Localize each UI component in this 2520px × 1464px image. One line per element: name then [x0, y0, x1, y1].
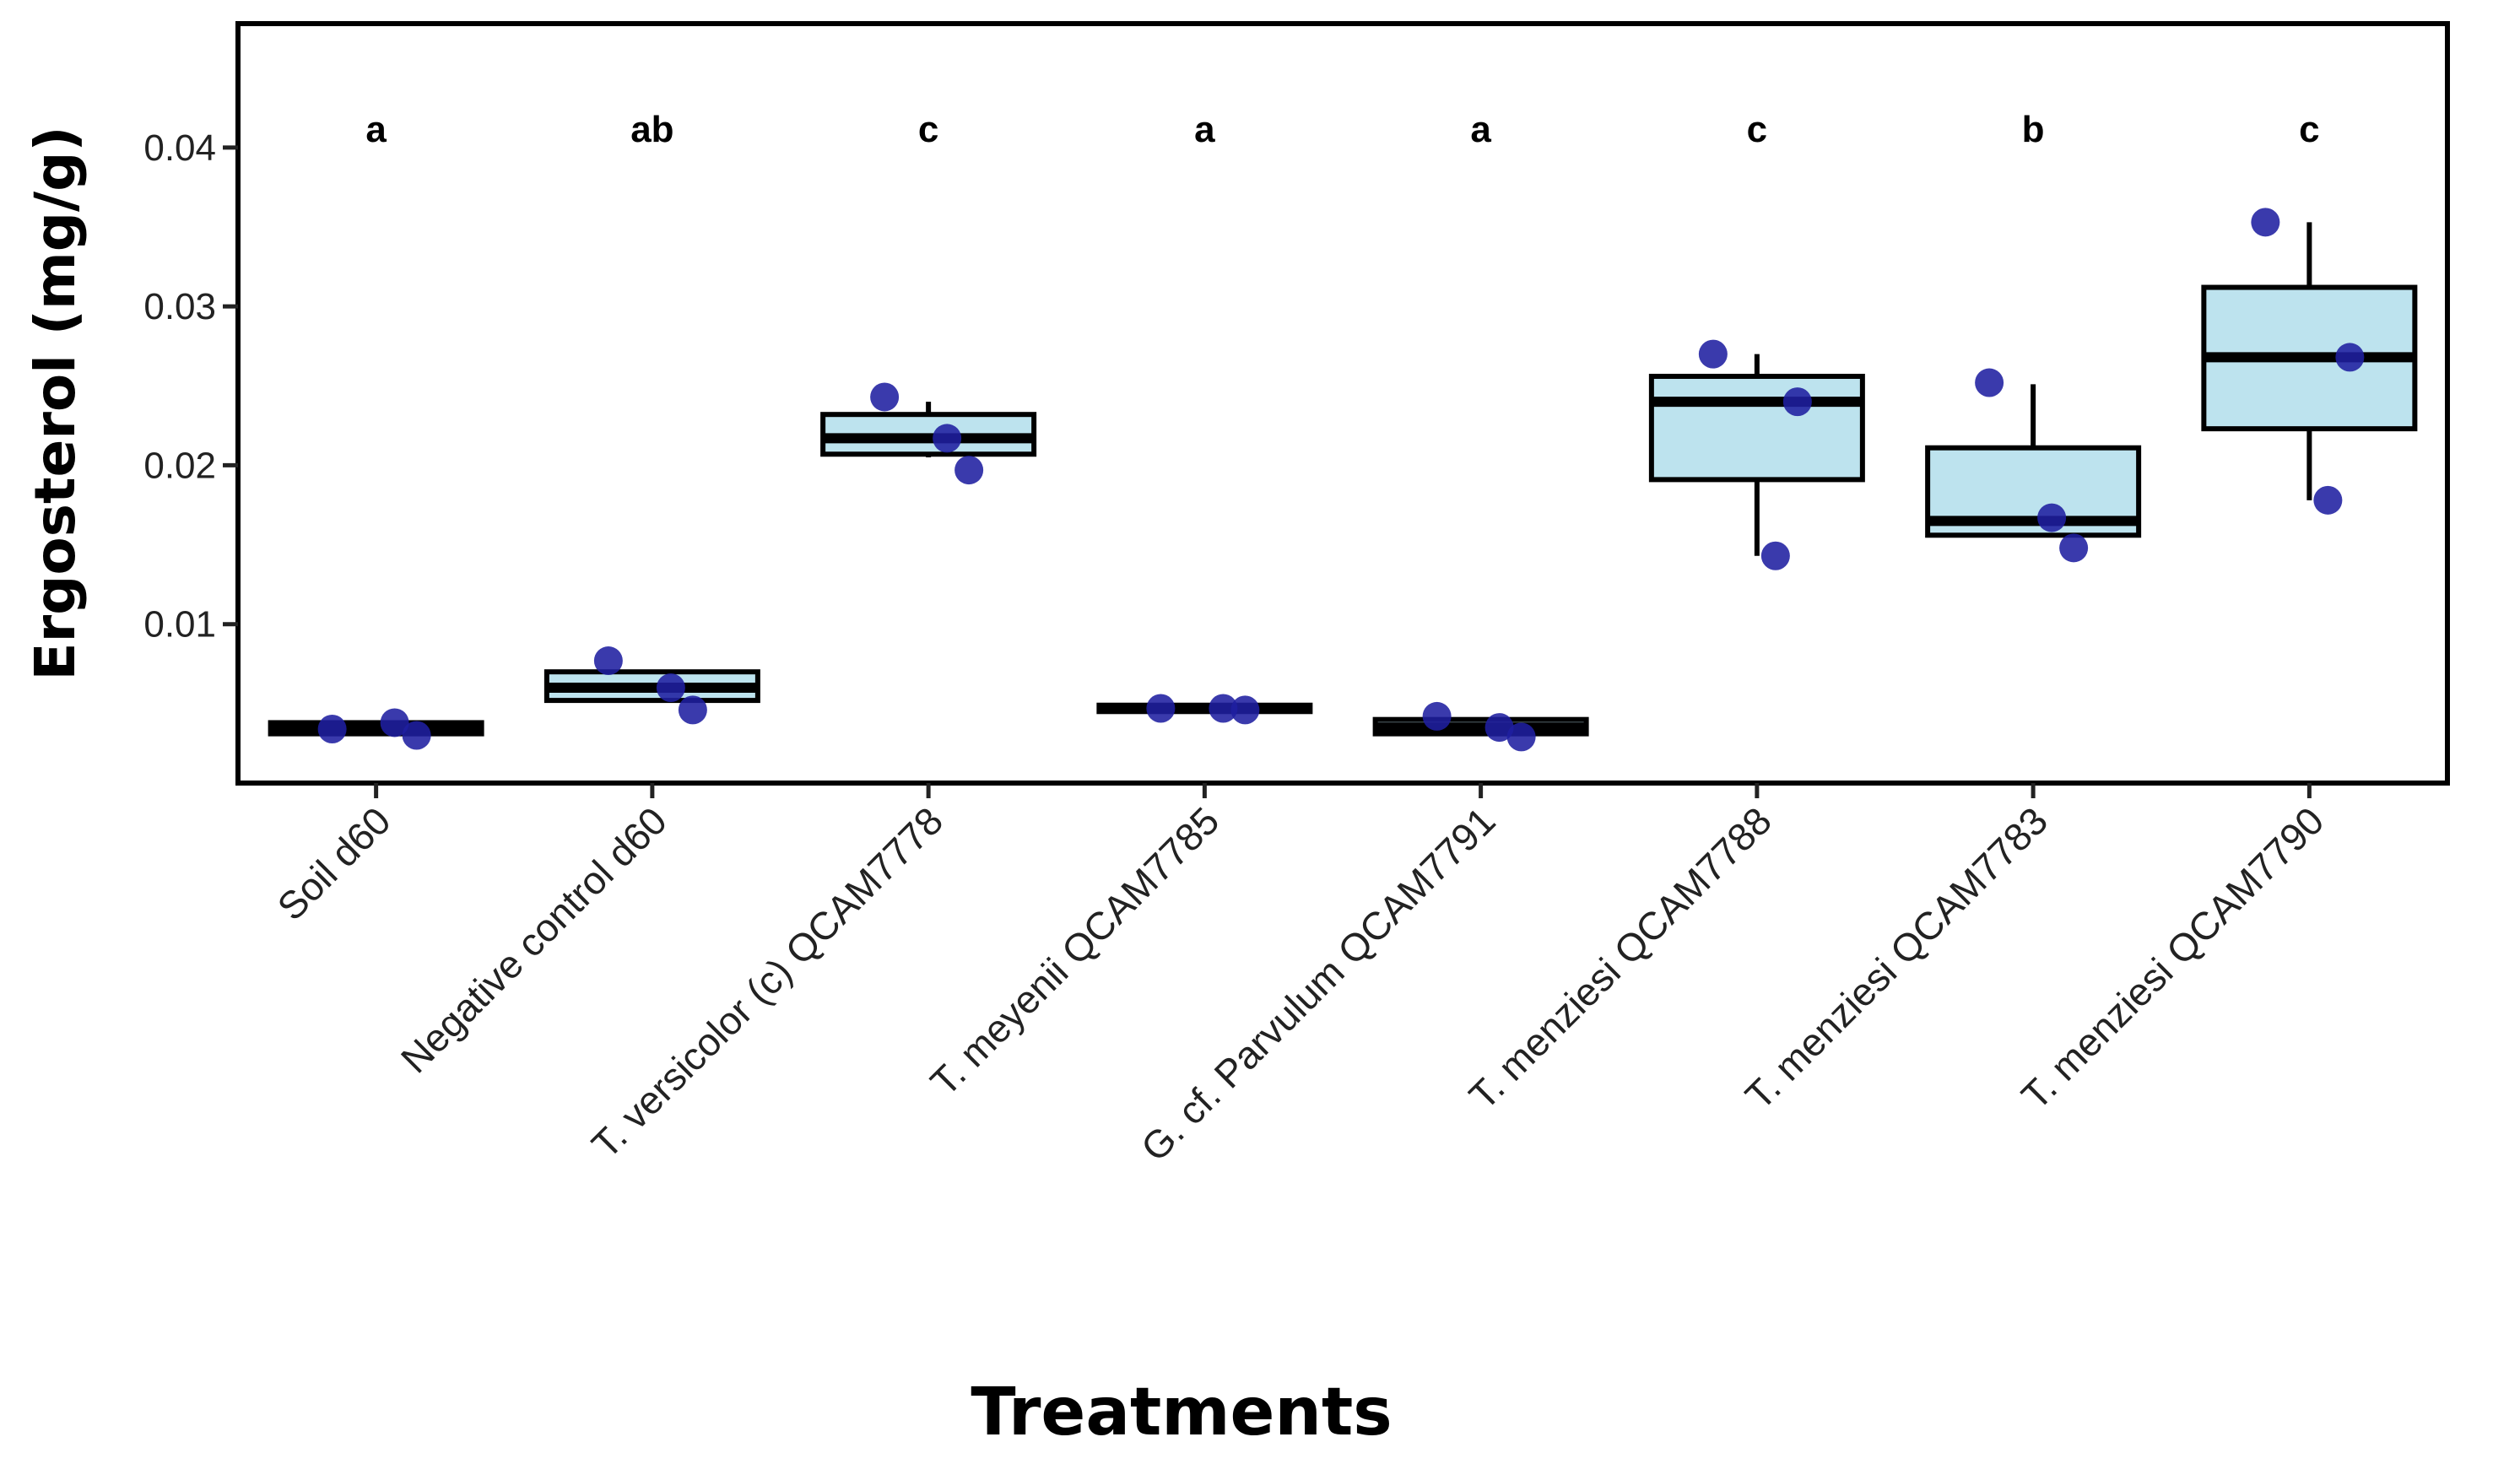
plot-panel	[235, 21, 2450, 786]
significance-letter: a	[1194, 109, 1215, 150]
data-point	[1230, 695, 1260, 725]
data-point	[870, 382, 900, 412]
x-tick-label: T. menziesi QCAM7783	[1737, 798, 2056, 1117]
significance-letter: c	[1747, 109, 1767, 150]
data-point	[1146, 694, 1176, 723]
significance-letter: ab	[630, 109, 673, 150]
data-point	[678, 695, 707, 725]
data-point	[1698, 339, 1728, 369]
y-axis-title: Ergosterol (mg/g)	[23, 126, 88, 680]
data-point	[1484, 713, 1514, 743]
x-tick-label: Negative control d60	[392, 798, 675, 1081]
x-tick-label: Soil d60	[268, 798, 398, 928]
y-tick-label: 0.02	[143, 445, 216, 486]
data-point	[656, 673, 685, 703]
data-point	[2037, 503, 2067, 532]
data-point	[2313, 485, 2343, 515]
y-tick-label: 0.03	[143, 286, 216, 327]
box	[1648, 373, 1865, 483]
data-point	[1422, 701, 1452, 731]
x-tick-label: T. menziesi QCAM7788	[1461, 798, 1780, 1117]
significance-letter: b	[2022, 109, 2045, 150]
point-group	[317, 208, 2365, 752]
x-axis-title: Treatments	[971, 1375, 1392, 1450]
y-tick-label: 0.01	[143, 604, 216, 646]
x-tick-label: T. menziesi QCAM7790	[2013, 798, 2332, 1117]
data-point	[2251, 208, 2280, 237]
data-point	[380, 708, 409, 737]
data-point	[1975, 368, 2004, 397]
significance-letter-group: a ab c a a c b c	[365, 109, 2319, 150]
significance-letter: c	[918, 109, 938, 150]
data-point	[317, 714, 347, 743]
x-tick-label: T. meyenii QCAM7785	[922, 798, 1227, 1104]
data-point	[2335, 343, 2365, 372]
data-point	[1506, 722, 1536, 752]
significance-letter: a	[1470, 109, 1491, 150]
data-point	[1782, 387, 1812, 417]
data-point	[402, 721, 431, 750]
significance-letter: c	[2299, 109, 2319, 150]
data-point	[2059, 533, 2089, 563]
data-point	[1209, 694, 1238, 723]
significance-letter: a	[365, 109, 387, 150]
y-axis: 0.01 0.02 0.03 0.04	[143, 127, 238, 646]
data-point	[954, 456, 984, 485]
data-point	[1760, 541, 1790, 570]
data-point	[933, 424, 962, 453]
data-point	[593, 646, 623, 676]
y-tick-label: 0.04	[143, 127, 216, 169]
